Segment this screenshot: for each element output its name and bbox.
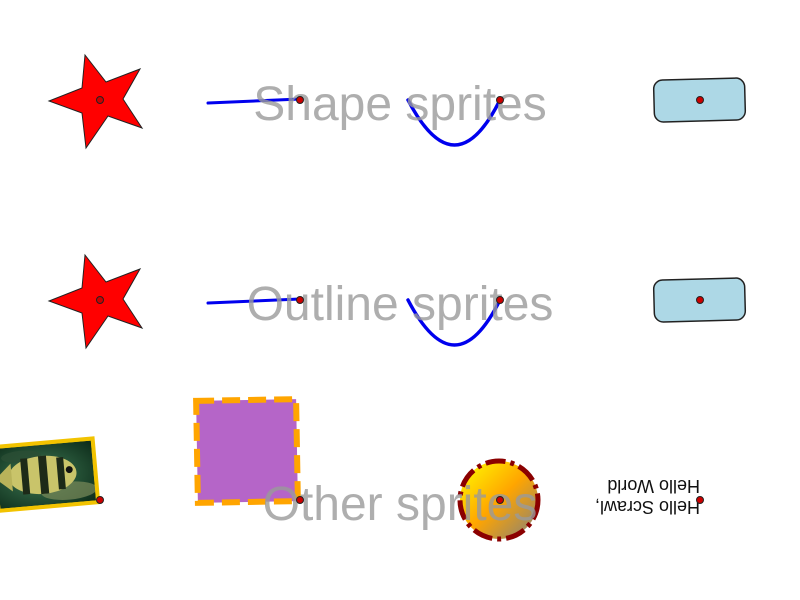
- fish-icon: [0, 455, 77, 495]
- handle-dot: [696, 496, 704, 504]
- shape-sprites-row: Shape sprites: [47, 53, 747, 150]
- row-label-other-sprites: Other sprites: [263, 478, 538, 531]
- line-shape-sprite: [206, 97, 302, 105]
- dashed-square-sprite: [196, 399, 298, 503]
- row-label-shape-sprites: Shape sprites: [253, 78, 547, 131]
- handle-dot: [696, 296, 704, 304]
- text-sprite: Hello Scrawl, Hello World: [595, 476, 700, 517]
- row-label-outline-sprites: Outline sprites: [247, 278, 554, 331]
- handle-dot: [696, 96, 704, 104]
- star-outline-sprite: [47, 253, 144, 350]
- dashed-square-border: [193, 396, 301, 506]
- text-sprite-line-2: Hello World: [607, 476, 700, 496]
- line-outline-sprite: [206, 297, 302, 305]
- handle-dots: [96, 96, 704, 504]
- handle-dot: [496, 96, 504, 104]
- handle-dot: [496, 296, 504, 304]
- curve-shape-sprite: [406, 98, 502, 147]
- outline-sprites-row: Outline sprites: [47, 253, 747, 350]
- handle-dot: [296, 96, 304, 104]
- curve-outline-sprite: [406, 298, 502, 347]
- handle-dot: [96, 296, 104, 304]
- handle-dot: [496, 496, 504, 504]
- other-sprites-row: Other sprites Hello Scrawl, Hello World: [0, 396, 700, 542]
- star-shape-sprite: [47, 53, 144, 150]
- handle-dot: [296, 496, 304, 504]
- gradient-circle-border: [457, 458, 541, 542]
- text-sprite-line-1: Hello Scrawl,: [595, 497, 700, 517]
- handle-dot: [96, 496, 104, 504]
- handle-dot: [296, 296, 304, 304]
- picture-sprite: [0, 436, 101, 514]
- handle-dot: [96, 96, 104, 104]
